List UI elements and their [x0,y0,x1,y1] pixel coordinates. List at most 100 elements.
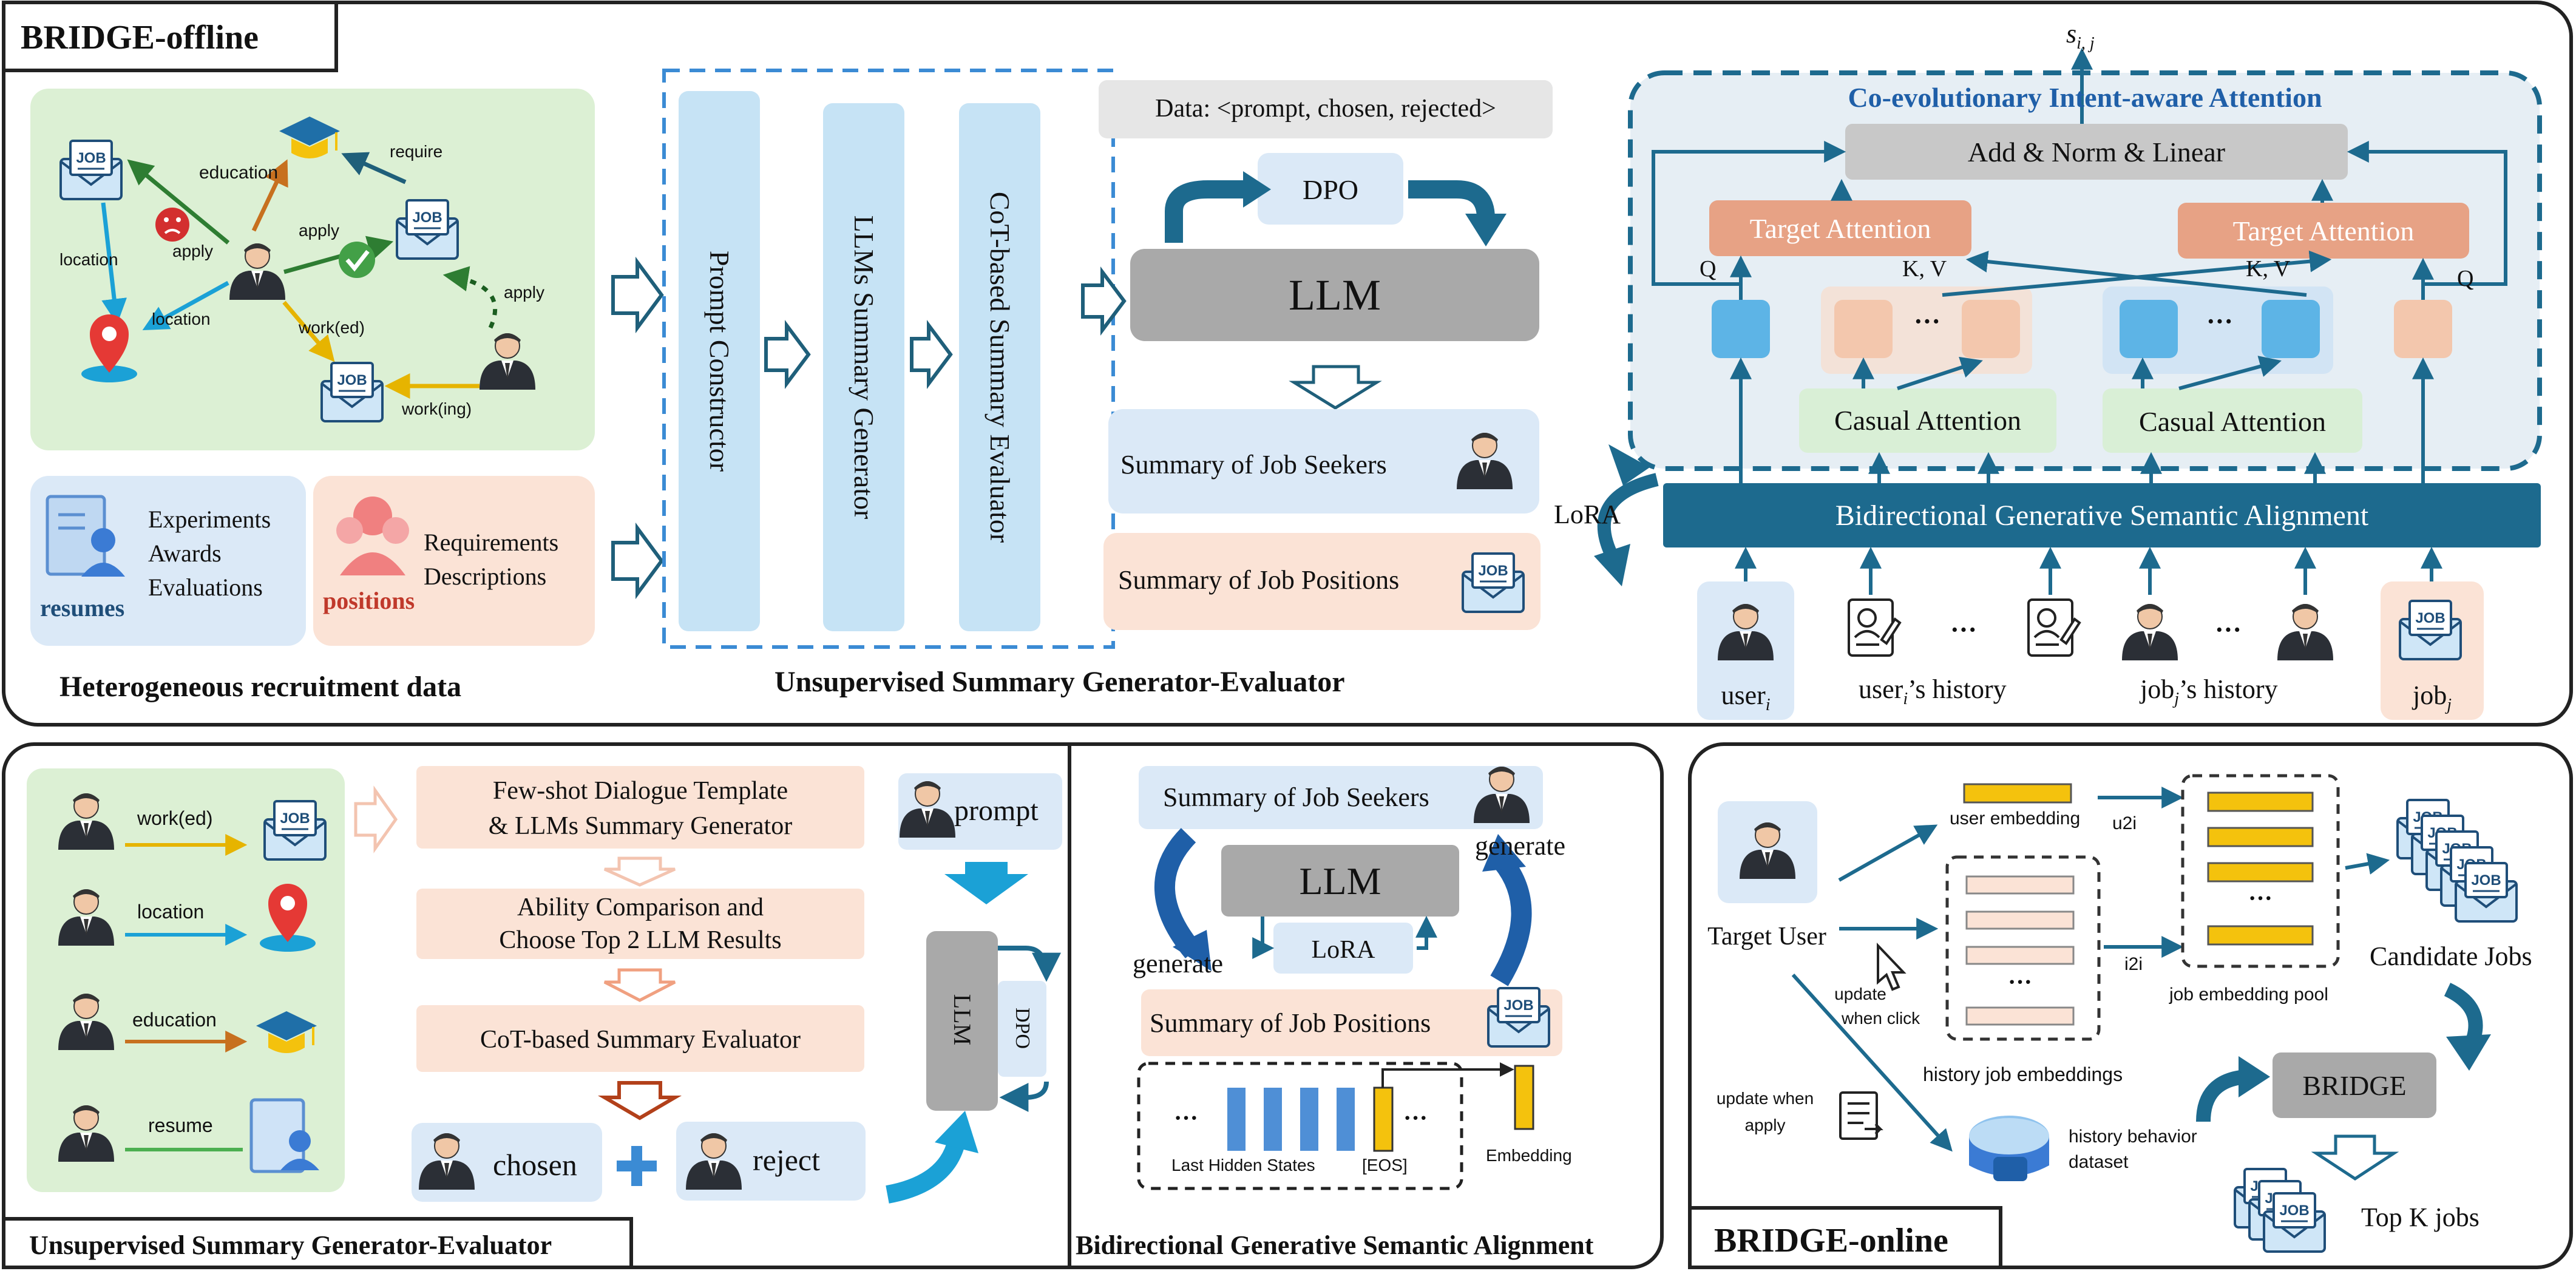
bl-job-icon [263,800,327,861]
dpo-box [1258,153,1403,225]
user-history-resume-icon-1 [1848,598,1901,657]
job-embedding-pool-box [2181,774,2340,968]
causal-attention-left-label: Casual Attention [1834,405,2021,436]
bl-edge-location: location [137,901,205,923]
job-history-person-icon-1 [2121,603,2178,661]
job-icon-applied [396,199,459,260]
position-item-requirements: Requirements [424,529,559,556]
bm-generate-right-label: generate [1475,831,1565,861]
bridge-label: BRIDGE [2302,1070,2407,1101]
offline-title: BRIDGE-offline [21,19,259,56]
edge-label-apply-employee: apply [504,283,544,302]
history-embeddings-dots: ··· [2007,968,2033,995]
bm-summary-positions-label: Summary of Job Positions [1150,1008,1431,1038]
click-cursor-icon [1877,943,1907,991]
hidden-state-bar-2 [1264,1088,1282,1151]
candidate-jobs-label: Candidate Jobs [2370,941,2532,971]
summary-seekers-box [1108,409,1539,513]
bm-lora-box [1273,923,1413,974]
job-history-person-icon-2 [2277,603,2334,661]
bm-llm-box [1221,845,1459,917]
bl-step-2-line-1: Ability Comparison and [517,893,764,921]
output-score-label: si, j [2066,19,2095,53]
bm-llm-label: LLM [1299,859,1381,903]
job-icon-bottom [320,362,384,422]
causal-attention-right-label: Casual Attention [2139,406,2326,437]
positions-label: positions [323,587,415,614]
target-user-label: Target User [1707,923,1826,951]
llm-box [1130,249,1539,341]
online-title: BRIDGE-online [1714,1222,1948,1259]
bgsa-label: Bidirectional Generative Semantic Alignm… [1835,500,2369,532]
edge-label-apply-rejected: apply [172,242,213,260]
causal-attention-right [2103,388,2362,453]
edge-label-education: education [199,163,279,183]
bl-chosen-label: chosen [493,1148,577,1182]
user-history-dots: ··· [1950,615,1978,645]
bm-lora-label: LoRA [1311,936,1375,964]
query-left-label: Q [1700,256,1717,282]
bm-generate-left-label: generate [1133,949,1223,978]
bl-step-2-line-2: Choose Top 2 LLM Results [499,926,782,954]
causal-attention-left [1799,388,2056,453]
data-tuple-label: Data: <prompt, chosen, rejected> [1155,95,1496,123]
bottom-left-frame [2,742,1664,1269]
update-apply-line-2: apply [1744,1116,1786,1134]
user-input-label: useri [1721,680,1771,714]
bm-position-job-icon [1487,987,1550,1048]
bm-caption: Bidirectional Generative Semantic Alignm… [1076,1230,1594,1260]
data-tuple-box [1099,80,1553,138]
bl-step-1-line-1: Few-shot Dialogue Template [492,777,788,805]
bl-step-2 [416,889,864,959]
history-left-dots: ··· [1913,307,1941,336]
resumes-label: resumes [40,594,125,622]
history-embeddings-box [1945,855,2101,1041]
bm-summary-seekers-label: Summary of Job Seekers [1163,782,1429,812]
gen-eval-caption: Unsupervised Summary Generator-Evaluator [774,666,1345,698]
bl-llm-box [926,931,998,1111]
job-pool-dots: ··· [2248,884,2273,912]
offline-title-box [2,1,338,72]
bl-graph-panel [27,768,345,1192]
job-icon-top-left [59,140,123,200]
candidate-jobs-icon [2396,799,2518,923]
bottom-left-caption-box [2,1217,633,1269]
top-k-jobs-icon [2234,1168,2326,1253]
bm-hidden-dots-right: ··· [1403,1104,1428,1131]
update-click-line-1: update [1834,985,1886,1003]
summary-positions-label: Summary of Job Positions [1118,565,1400,595]
embedding-bar [1514,1065,1534,1130]
attention-title: Co-evolutionary Intent-aware Attention [1848,82,2322,113]
hidden-state-bar-3 [1300,1088,1318,1151]
bl-edge-education: education [132,1009,217,1031]
history-dataset-line-2: dataset [2069,1152,2129,1172]
prompt-constructor-column [679,91,760,631]
edge-label-location-1: location [59,250,118,269]
query-right-label: Q [2457,266,2474,291]
position-item-descriptions: Descriptions [424,563,547,590]
check-icon [339,242,375,278]
llm-label: LLM [1289,271,1381,319]
position-job-icon [1462,552,1525,613]
bl-caption: Unsupervised Summary Generator-Evaluator [29,1230,552,1260]
job-embedding-pool-label: job embedding pool [2169,985,2328,1005]
bl-edge-worked: work(ed) [137,807,213,829]
user-history-label: useri’s history [1859,674,2007,708]
resume-item-experiments: Experiments [148,506,271,533]
user-embedding-bar [1963,783,2072,804]
job-history-label: jobj’s history [2140,674,2278,708]
summary-evaluator-column [959,103,1040,631]
graph-panel [30,89,595,450]
apply-doc-icon [1839,1091,1882,1140]
resume-item-evaluations: Evaluations [148,574,263,601]
history-job-embeddings-label: history job embeddings [1923,1063,2123,1085]
edge-label-working: work(ing) [402,399,472,418]
dpo-label: DPO [1302,174,1359,205]
hidden-state-bar-1 [1227,1088,1246,1151]
user-query-token [1712,300,1770,358]
key-value-right-label: K, V [2246,256,2291,282]
hetero-caption: Heterogeneous recruitment data [59,671,462,703]
edge-label-require: require [390,142,443,161]
